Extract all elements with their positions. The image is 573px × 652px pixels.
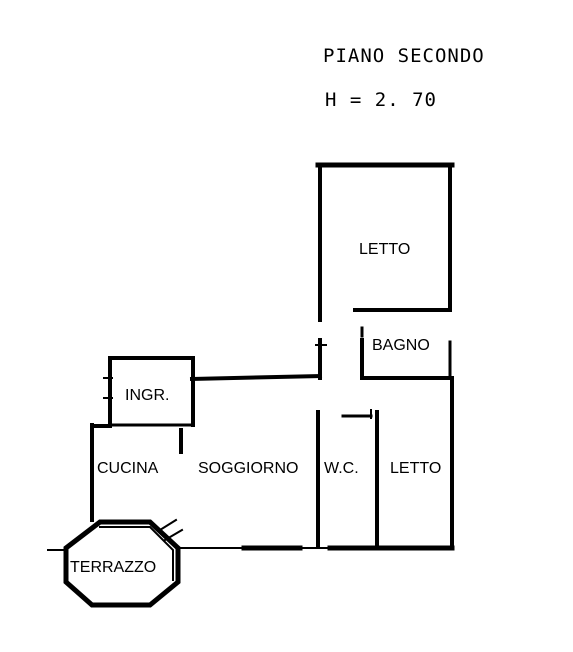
room-label-ingresso: INGR.: [125, 387, 169, 404]
terrazzo-rail-right: [158, 518, 184, 542]
room-label-soggiorno: SOGGIORNO: [198, 460, 298, 477]
room-label-cucina: CUCINA: [97, 460, 159, 477]
terrazzo-inner: [99, 526, 174, 581]
ceiling-height: H = 2. 70: [325, 89, 437, 111]
walls: [47, 162, 455, 608]
wall-living-top: [189, 373, 323, 382]
room-label-terrazzo: TERRAZZO: [70, 559, 156, 576]
room-label-bagno: BAGNO: [372, 337, 430, 354]
room-label-letto-top: LETTO: [359, 241, 410, 258]
room-label-letto-bottom: LETTO: [390, 460, 441, 477]
room-labels: LETTO BAGNO INGR. CUCINA SOGGIORNO W.C. …: [70, 241, 441, 576]
wall-ingresso-door-mark: [103, 377, 113, 399]
wall-bagno-left: [360, 338, 452, 380]
floor-title: PIANO SECONDO: [323, 45, 485, 67]
room-label-wc: W.C.: [324, 460, 359, 477]
